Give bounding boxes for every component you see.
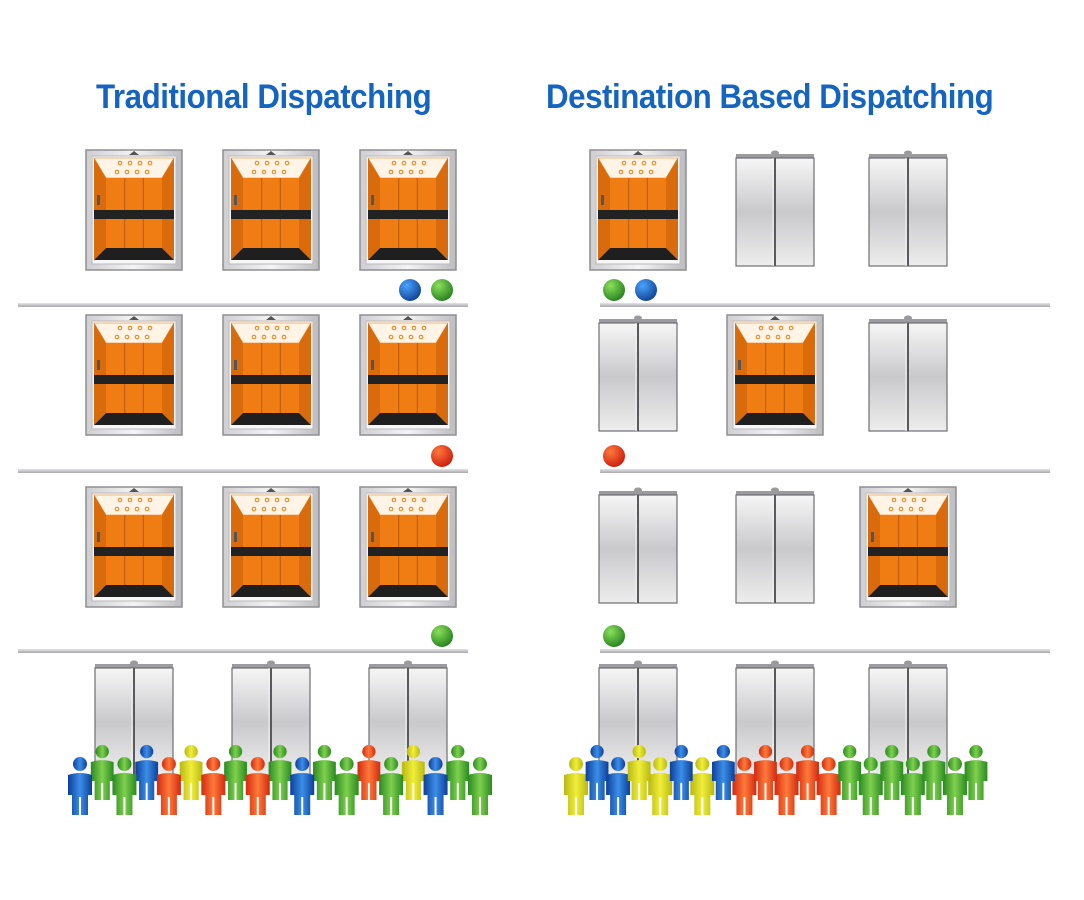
person-blue	[68, 757, 92, 815]
elevator-car-open	[726, 314, 824, 436]
traditional-dispatching-title: Traditional Dispatching	[96, 78, 432, 116]
elevator-car-open	[359, 486, 457, 608]
call-indicator-green	[431, 625, 453, 647]
person-blue	[423, 757, 448, 815]
floor-line-1-1	[600, 469, 1050, 473]
elevator-car-closed	[868, 150, 948, 267]
person-blue	[290, 757, 315, 815]
elevator-car-closed	[598, 487, 678, 604]
floor-line-1-0	[600, 303, 1050, 307]
floor-line-0-0	[18, 303, 468, 307]
person-blue	[135, 744, 159, 800]
call-indicator-red	[603, 445, 625, 467]
person-yellow	[564, 757, 588, 815]
call-indicator-blue	[635, 279, 657, 301]
call-indicator-red	[431, 445, 453, 467]
elevator-car-closed	[231, 660, 311, 777]
person-red	[754, 744, 777, 800]
person-yellow	[648, 757, 673, 815]
destination-dispatching-title: Destination Based Dispatching	[546, 78, 994, 116]
person-blue	[669, 744, 693, 800]
elevator-car-open	[85, 314, 183, 436]
person-green	[112, 757, 137, 815]
person-red	[201, 757, 226, 815]
call-indicator-green	[603, 279, 625, 301]
person-yellow	[627, 744, 651, 800]
call-indicator-green	[431, 279, 453, 301]
person-green	[90, 744, 114, 800]
person-green	[964, 744, 988, 800]
call-indicator-blue	[399, 279, 421, 301]
person-red	[816, 757, 841, 815]
person-green	[468, 757, 492, 815]
elevator-car-open	[222, 149, 320, 271]
elevator-car-closed	[598, 660, 678, 777]
person-red	[357, 744, 381, 800]
person-green	[880, 744, 904, 800]
person-red	[774, 757, 799, 815]
elevator-car-closed	[868, 660, 948, 777]
person-green	[922, 744, 946, 800]
person-green	[313, 744, 336, 800]
elevator-car-open	[359, 314, 457, 436]
person-green	[224, 744, 247, 800]
person-yellow	[690, 757, 715, 815]
elevator-car-closed	[735, 487, 815, 604]
elevator-car-open	[359, 149, 457, 271]
person-green	[858, 757, 883, 815]
person-red	[156, 757, 181, 815]
floor-line-0-2	[18, 649, 468, 653]
person-yellow	[401, 744, 425, 800]
elevator-car-closed	[598, 315, 678, 432]
person-green	[334, 757, 359, 815]
person-green	[900, 757, 925, 815]
elevator-car-closed	[94, 660, 174, 777]
elevator-car-open	[85, 149, 183, 271]
person-blue	[585, 744, 609, 800]
person-green	[268, 744, 292, 800]
elevator-car-closed	[868, 315, 948, 432]
elevator-car-open	[859, 486, 957, 608]
floor-line-0-1	[18, 469, 468, 473]
person-blue	[711, 744, 735, 800]
elevator-car-closed	[368, 660, 448, 777]
elevator-car-open	[222, 486, 320, 608]
person-red	[796, 744, 819, 800]
elevator-car-closed	[735, 660, 815, 777]
floor-line-1-2	[600, 649, 1050, 653]
elevator-car-closed	[735, 150, 815, 267]
call-indicator-green	[603, 625, 625, 647]
person-yellow	[179, 744, 203, 800]
elevator-car-open	[222, 314, 320, 436]
person-green	[446, 744, 470, 800]
person-red	[245, 757, 270, 815]
person-green	[838, 744, 862, 800]
elevator-car-open	[589, 149, 687, 271]
person-red	[732, 757, 757, 815]
elevator-car-open	[85, 486, 183, 608]
person-green	[379, 757, 404, 815]
person-green	[942, 757, 967, 815]
person-blue	[606, 757, 631, 815]
